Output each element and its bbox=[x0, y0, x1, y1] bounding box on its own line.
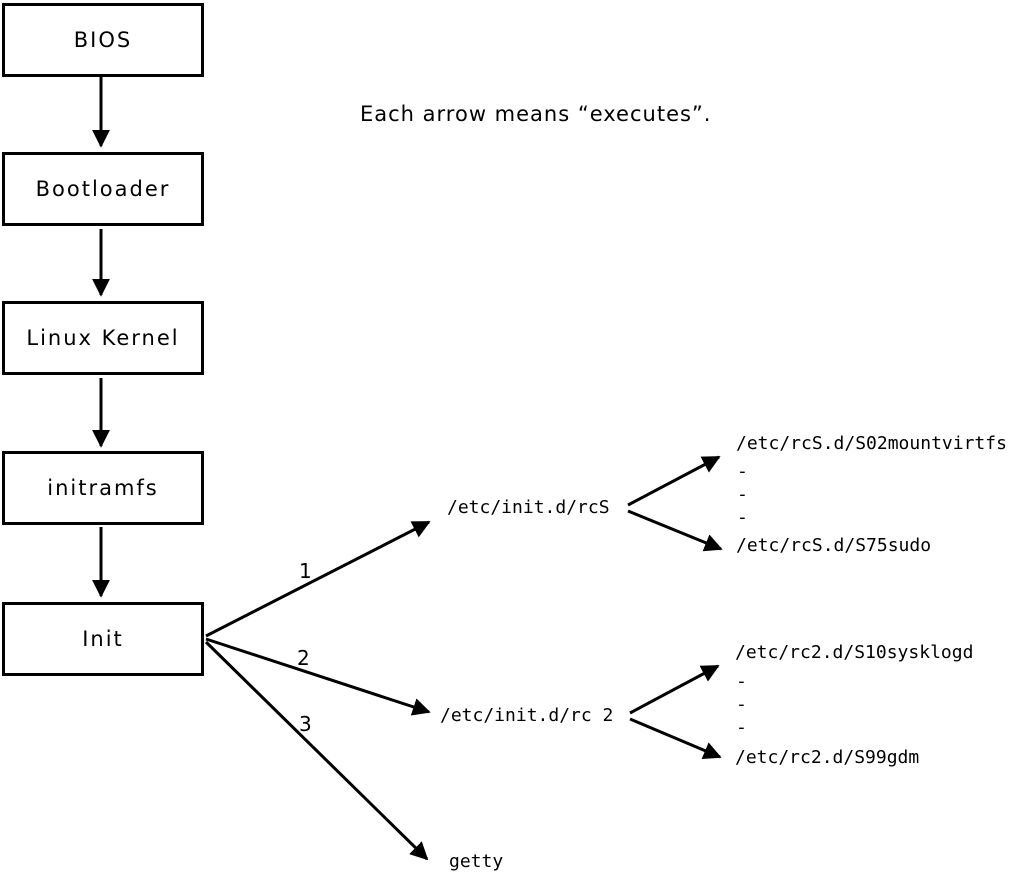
box-bios: BIOS bbox=[2, 3, 204, 77]
arrow-label-1: 1 bbox=[299, 559, 312, 583]
caption-arrow-meaning: Each arrow means “executes”. bbox=[360, 102, 712, 126]
arrow-rcS-to-first-script bbox=[627, 455, 721, 507]
box-init-label: Init bbox=[82, 627, 124, 651]
script-rcS-S02mountvirtfs: /etc/rcS.d/S02mountvirtfs bbox=[736, 433, 1007, 454]
script-rc2-ellipsis-dash: - bbox=[736, 694, 747, 715]
box-init: Init bbox=[2, 602, 204, 676]
script-rc2-ellipsis-dash: - bbox=[736, 717, 747, 738]
script-rc2-ellipsis-dash: - bbox=[736, 671, 747, 692]
box-bootloader-label: Bootloader bbox=[35, 177, 171, 201]
box-initramfs-label: initramfs bbox=[47, 476, 159, 500]
arrow-label-3: 3 bbox=[299, 712, 312, 736]
target-etc-init-d-rcS: /etc/init.d/rcS bbox=[447, 497, 610, 518]
arrow-rc2-to-last-script bbox=[629, 717, 722, 759]
script-rc2-S99gdm: /etc/rc2.d/S99gdm bbox=[735, 747, 920, 768]
arrow-rcS-to-last-script bbox=[627, 509, 723, 552]
script-rcS-S75sudo: /etc/rcS.d/S75sudo bbox=[736, 535, 932, 556]
arrow-init-to-getty bbox=[204, 640, 429, 861]
box-linux-kernel: Linux Kernel bbox=[2, 301, 204, 375]
box-bootloader: Bootloader bbox=[2, 152, 204, 226]
box-linux-kernel-label: Linux Kernel bbox=[26, 326, 180, 350]
script-rcS-ellipsis-dash: - bbox=[737, 484, 748, 505]
script-rcS-ellipsis-dash: - bbox=[737, 507, 748, 528]
arrow-init-to-rc2 bbox=[205, 637, 431, 716]
box-bios-label: BIOS bbox=[73, 28, 133, 52]
script-rcS-ellipsis-dash: - bbox=[737, 461, 748, 482]
box-initramfs: initramfs bbox=[2, 451, 204, 525]
script-rc2-S10sysklogd: /etc/rc2.d/S10sysklogd bbox=[735, 642, 974, 663]
target-etc-init-d-rc2: /etc/init.d/rc 2 bbox=[440, 705, 614, 726]
arrow-init-to-rcS bbox=[205, 520, 431, 638]
target-getty: getty bbox=[449, 851, 504, 872]
arrow-rc2-to-first-script bbox=[629, 664, 720, 715]
arrow-label-2: 2 bbox=[297, 646, 310, 670]
